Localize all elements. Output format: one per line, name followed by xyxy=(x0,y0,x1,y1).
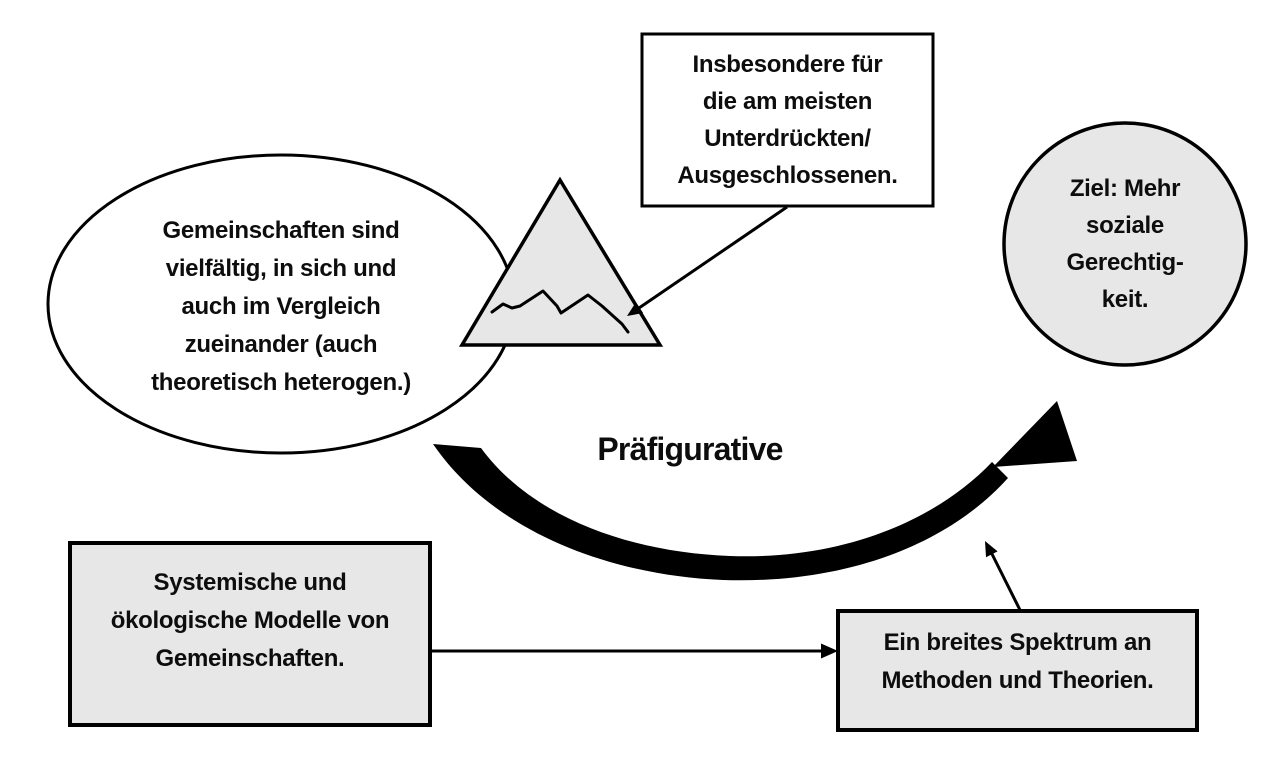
models-box xyxy=(68,541,432,727)
oppressed-box-text: Insbesondere für die am meisten Unterdrü… xyxy=(677,51,898,189)
arrow-oppressed-to-triangle-head-icon xyxy=(627,302,644,316)
arrow-models-to-methods-head-icon xyxy=(821,643,838,659)
arrow-methods-to-swoosh-head-icon xyxy=(985,541,998,558)
goal-circle-text: Ziel: Mehr soziale Gerechtig- keit. xyxy=(1066,175,1184,313)
curved-swoosh-arrow-shaft xyxy=(433,444,1008,581)
curved-swoosh-arrowhead-icon xyxy=(993,401,1077,467)
community-ellipse-text: Gemeinschaften sind vielfältig, in sich … xyxy=(151,217,411,396)
goal-circle xyxy=(1002,121,1248,367)
mountain-peaks-icon xyxy=(490,289,630,334)
oppressed-box xyxy=(640,32,935,208)
methods-box-text: Ein breites Spektrum an Methoden und The… xyxy=(881,629,1154,694)
arrow-methods-to-swoosh xyxy=(990,553,1022,611)
prefigurative-label: Präfigurative xyxy=(597,431,783,467)
models-box-text: Systemische und ökologische Modelle von … xyxy=(110,569,390,672)
methods-box xyxy=(836,609,1199,732)
arrow-oppressed-to-triangle xyxy=(638,205,788,310)
mountain-triangle xyxy=(458,176,664,347)
